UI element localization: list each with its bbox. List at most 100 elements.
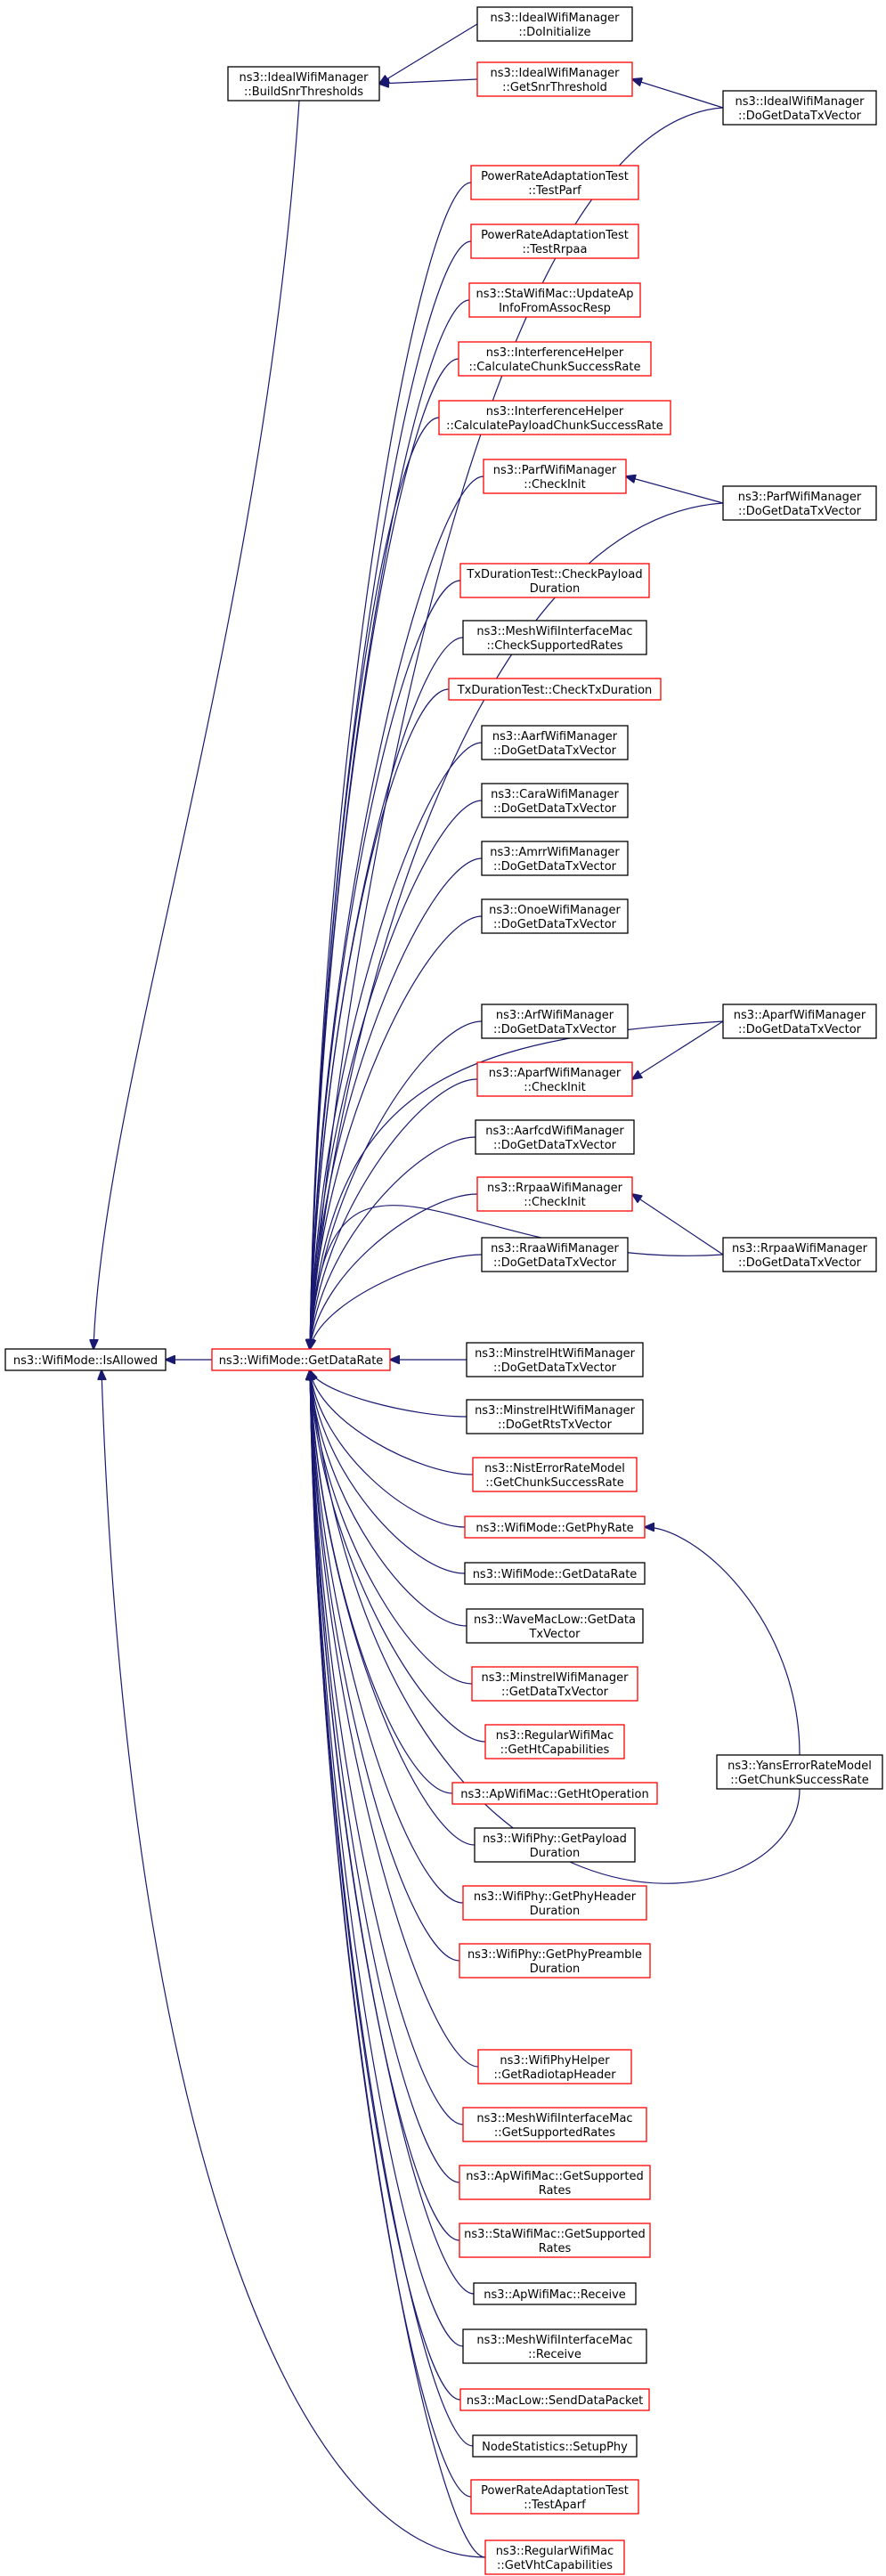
node-box	[722, 90, 877, 126]
edge-nist-to-getdatarate	[310, 1370, 474, 1475]
node-label: ::GetChunkSuccessRate	[730, 1774, 868, 1787]
node-label: ::BuildSnrThresholds	[244, 85, 363, 99]
node-box	[470, 223, 639, 259]
node-getsnr[interactable]: ns3::IdealWifiManager::GetSnrThreshold	[476, 61, 633, 97]
node-box	[462, 2328, 647, 2364]
edge-parf_dtx-to-parfcheck	[626, 476, 724, 504]
node-label: ns3::InterferenceHelper	[486, 405, 624, 418]
node-box	[476, 6, 633, 42]
node-wavemac[interactable]: ns3::WaveMacLow::GetDataTxVector	[466, 1608, 644, 1644]
node-apsupp[interactable]: ns3::ApWifiMac::GetSupportedRates	[459, 2165, 651, 2200]
node-doinit[interactable]: ns3::IdealWifiManager::DoInitialize	[476, 6, 633, 42]
node-box	[459, 1943, 651, 1979]
node-setupphy[interactable]: NodeStatistics::SetupPhy	[472, 2434, 638, 2458]
node-label: Duration	[530, 1905, 580, 1918]
node-buildsnr[interactable]: ns3::IdealWifiManager::BuildSnrThreshold…	[227, 66, 380, 102]
node-label: ns3::IdealWifiManager	[490, 67, 620, 80]
edge-apsupp-to-getdatarate	[310, 1370, 460, 2183]
node-ideal_dtx[interactable]: ns3::IdealWifiManager::DoGetDataTxVector	[722, 90, 877, 126]
node-updateap[interactable]: ns3::StaWifiMac::UpdateApInfoFromAssocRe…	[468, 282, 641, 318]
node-chunksuccess[interactable]: ns3::InterferenceHelper::CalculateChunkS…	[458, 341, 652, 377]
node-box	[476, 61, 633, 97]
node-meshcheck[interactable]: ns3::MeshWifiInterfaceMac::CheckSupporte…	[462, 620, 647, 655]
node-stasupp[interactable]: ns3::StaWifiMac::GetSupportedRates	[459, 2223, 651, 2258]
node-box	[473, 2282, 637, 2305]
node-cara_dtx[interactable]: ns3::CaraWifiManager::DoGetDataTxVector	[481, 783, 629, 818]
node-rrpaa_dtx[interactable]: ns3::RrpaaWifiManager::DoGetDataTxVector	[722, 1237, 877, 1272]
node-aparfcheck[interactable]: ns3::AparfWifiManager::CheckInit	[476, 1061, 633, 1097]
nodes-layer: ns3::WifiMode::IsAllowedns3::IdealWifiMa…	[4, 6, 883, 2575]
node-getphyrate[interactable]: ns3::WifiMode::GetPhyRate	[464, 1516, 646, 1539]
edge-testaparf-to-getdatarate	[310, 1370, 472, 2498]
edge-meshreceive-to-getdatarate	[310, 1370, 464, 2347]
node-minhtdtx[interactable]: ns3::MinstrelHtWifiManager::DoGetDataTxV…	[466, 1342, 644, 1377]
node-label: Duration	[530, 1847, 580, 1860]
node-htcap[interactable]: ns3::RegularWifiMac::GetHtCapabilities	[484, 1724, 625, 1759]
node-box	[481, 725, 629, 760]
node-label: ::DoGetDataTxVector	[493, 802, 617, 816]
node-box	[484, 1724, 625, 1759]
node-label: ::DoGetDataTxVector	[493, 860, 617, 874]
edge-parf_dtx-to-getdatarate	[310, 502, 724, 1349]
node-nist[interactable]: ns3::NistErrorRateModel::GetChunkSuccess…	[472, 1457, 638, 1492]
node-label: ns3::AparfWifiManager	[489, 1067, 622, 1080]
node-label: ns3::AarfWifiManager	[492, 730, 618, 744]
node-aarf_dtx[interactable]: ns3::AarfWifiManager::DoGetDataTxVector	[481, 725, 629, 760]
node-label: ns3::AmrrWifiManager	[490, 846, 620, 859]
node-label: TxVector	[528, 1628, 581, 1641]
node-meshsupp[interactable]: ns3::MeshWifiInterfaceMac::GetSupportedR…	[462, 2107, 647, 2142]
node-payloadchunk[interactable]: ns3::InterferenceHelper::CalculatePayloa…	[438, 400, 671, 435]
node-meshreceive[interactable]: ns3::MeshWifiInterfaceMac::Receive	[462, 2328, 647, 2364]
edge-ideal_dtx-to-getsnr	[632, 79, 724, 109]
node-rraa_dtx[interactable]: ns3::RraaWifiManager::DoGetDataTxVector	[481, 1237, 629, 1272]
edge-payloadchunk-to-getdatarate	[310, 417, 440, 1349]
node-vhtcap[interactable]: ns3::RegularWifiMac::GetVhtCapabilities	[484, 2539, 625, 2575]
node-label: ns3::StaWifiMac::GetSupported	[464, 2228, 646, 2241]
node-label: ns3::AarfcdWifiManager	[485, 1125, 624, 1138]
node-label: ::DoGetDataTxVector	[493, 918, 617, 931]
node-aparf_dtx[interactable]: ns3::AparfWifiManager::DoGetDataTxVector	[722, 1004, 877, 1039]
node-parf_dtx[interactable]: ns3::ParfWifiManager::DoGetDataTxVector	[722, 485, 877, 521]
node-label: ns3::OnoeWifiManager	[489, 904, 621, 917]
node-label: ::DoGetDataTxVector	[738, 1023, 862, 1036]
node-getdatarate2[interactable]: ns3::WifiMode::GetDataRate	[464, 1562, 646, 1585]
edge-chunksuccess-to-getdatarate	[310, 358, 459, 1349]
node-label: ::CheckSupportedRates	[487, 639, 623, 653]
node-minhtrts[interactable]: ns3::MinstrelHtWifiManager::DoGetRtsTxVe…	[466, 1399, 644, 1434]
node-getdatarate[interactable]: ns3::WifiMode::GetDataRate	[211, 1348, 391, 1371]
node-label: ns3::RrpaaWifiManager	[732, 1242, 868, 1255]
node-label: PowerRateAdaptationTest	[481, 2484, 629, 2498]
node-rrpaacheck[interactable]: ns3::RrpaaWifiManager::CheckInit	[476, 1176, 633, 1212]
node-amrr_dtx[interactable]: ns3::AmrrWifiManager::DoGetDataTxVector	[481, 841, 629, 876]
node-box	[451, 1782, 658, 1805]
node-testaparf[interactable]: PowerRateAdaptationTest::TestAparf	[470, 2479, 639, 2515]
node-radiotap[interactable]: ns3::WifiPhyHelper::GetRadiotapHeader	[477, 2049, 632, 2084]
node-testrrpaa[interactable]: PowerRateAdaptationTest::TestRrpaa	[470, 223, 639, 259]
node-arf_dtx[interactable]: ns3::ArfWifiManager::DoGetDataTxVector	[481, 1004, 629, 1039]
node-htop[interactable]: ns3::ApWifiMac::GetHtOperation	[451, 1782, 658, 1805]
node-parfcheck[interactable]: ns3::ParfWifiManager::CheckInit	[483, 459, 627, 494]
edge-rrpaa_dtx-to-rrpaacheck	[632, 1194, 724, 1255]
node-senddata[interactable]: ns3::MacLow::SendDataPacket	[459, 2388, 650, 2411]
node-label: ::DoInitialize	[518, 26, 590, 39]
node-testparf[interactable]: PowerRateAdaptationTest::TestParf	[470, 165, 639, 200]
node-onoe_dtx[interactable]: ns3::OnoeWifiManager::DoGetDataTxVector	[481, 898, 629, 934]
node-aarfcd_dtx[interactable]: ns3::AarfcdWifiManager::DoGetDataTxVecto…	[475, 1119, 635, 1155]
node-apreceive[interactable]: ns3::ApWifiMac::Receive	[473, 2282, 637, 2305]
edge-htcap-to-getdatarate	[310, 1370, 486, 1743]
node-label: ns3::NistErrorRateModel	[484, 1462, 625, 1475]
node-label: ns3::MeshWifiInterfaceMac	[476, 2334, 632, 2347]
node-checktxdur[interactable]: TxDurationTest::CheckTxDuration	[448, 678, 662, 701]
node-label: ns3::WaveMacLow::GetData	[474, 1613, 636, 1627]
node-box	[477, 2049, 632, 2084]
edge-vhtcap-to-getdatarate	[310, 1370, 486, 2558]
node-minstrel[interactable]: ns3::MinstrelWifiManager::GetDataTxVecto…	[471, 1666, 638, 1702]
edge-arf_dtx-to-getdatarate	[310, 1020, 483, 1349]
node-yans[interactable]: ns3::YansErrorRateModel::GetChunkSuccess…	[716, 1754, 883, 1790]
node-label: ns3::InterferenceHelper	[486, 346, 624, 360]
edge-yans-to-getdatarate	[310, 1370, 801, 1884]
